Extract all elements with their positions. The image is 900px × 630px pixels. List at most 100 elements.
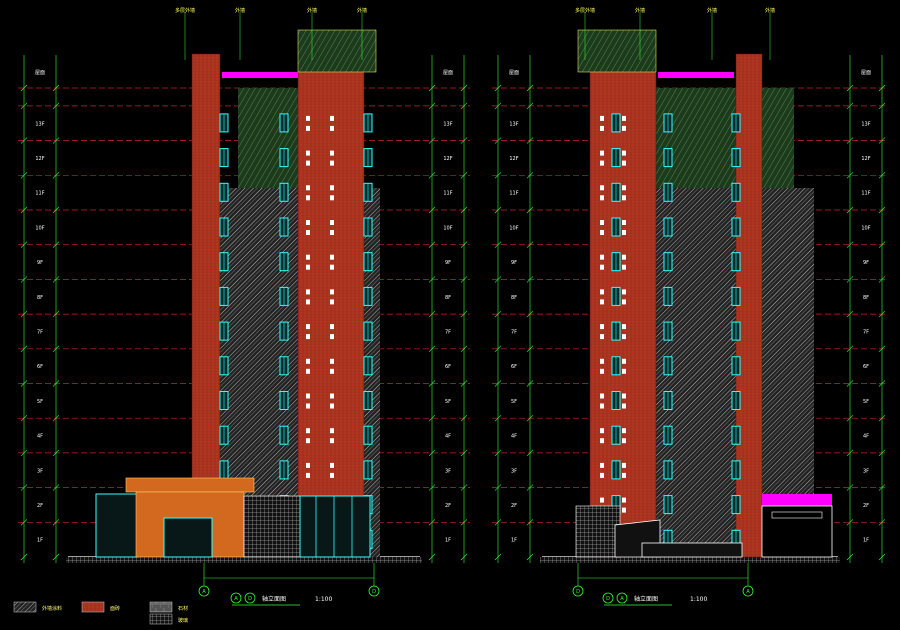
pier-window: [306, 195, 310, 201]
dimension-tick: [526, 276, 534, 283]
pier-window: [600, 472, 604, 478]
pier-window: [600, 195, 604, 201]
dimension-tick: [494, 172, 502, 179]
floor-label-right: 5F: [445, 399, 451, 405]
right-drawing-title-text: 轴立面图: [634, 595, 658, 603]
pier-window: [622, 403, 626, 409]
floor-label-right: 7F: [445, 329, 451, 335]
pier-window: [330, 403, 334, 409]
pier-window: [306, 115, 310, 121]
right-title-axis-bubble-end: [616, 592, 628, 604]
brick-pier: [297, 71, 365, 558]
floor-label-left: 13F: [35, 121, 44, 127]
legend-label: 面砖: [110, 605, 120, 612]
right-drawing-scale: 1:100: [690, 596, 707, 603]
pier-window: [306, 334, 310, 340]
dimension-tick: [20, 84, 28, 92]
left-title-axis-bubble-start: [230, 592, 242, 604]
dimension-tick: [460, 276, 468, 283]
dimension-tick: [878, 449, 886, 457]
pier-window: [622, 438, 626, 444]
dimension-tick: [846, 553, 854, 561]
pier-window: [622, 160, 626, 166]
pier-window: [330, 150, 334, 156]
axis-bubble: [742, 585, 754, 597]
floor-label-right: 4F: [445, 434, 451, 440]
dimension-tick: [846, 172, 854, 179]
dimension-tick: [846, 380, 854, 387]
pier-window: [622, 115, 626, 121]
dimension-tick: [846, 137, 854, 144]
dimension-tick: [20, 449, 28, 457]
floor-label-right: 11F: [443, 191, 452, 197]
roof-parapet: [658, 72, 734, 78]
ground-hatch: [66, 557, 422, 563]
dimension-tick: [52, 241, 60, 248]
floor-label-left: 6F: [37, 364, 43, 370]
dimension-tick: [20, 276, 28, 283]
dimension-tick: [52, 84, 60, 92]
axis-bubble-label: A: [746, 589, 750, 595]
floor-label-right: 3F: [863, 468, 869, 474]
dimension-tick: [846, 345, 854, 353]
legend-label: 玻璃: [178, 617, 188, 624]
floor-label-right: 12F: [443, 156, 452, 162]
podium-glass-right: [299, 495, 371, 558]
pier-window: [306, 403, 310, 409]
pier-window: [306, 358, 310, 364]
pier-window: [600, 254, 604, 260]
pier-window: [600, 403, 604, 409]
pier-window: [306, 264, 310, 270]
dimension-tick: [526, 241, 534, 248]
top-leader-label: 多层外墙: [175, 7, 195, 14]
dimension-tick: [878, 241, 886, 248]
brick-pier: [589, 71, 657, 558]
pier-window: [330, 324, 334, 330]
floor-label-left: 9F: [37, 260, 43, 266]
pier-window: [622, 264, 626, 270]
hatch-diagonal-icon: [13, 601, 37, 613]
dimension-tick: [428, 241, 436, 248]
pier-window: [622, 230, 626, 235]
pier-window: [622, 368, 626, 374]
dimension-tick: [428, 414, 436, 422]
dimension-tick: [428, 345, 436, 353]
dimension-tick: [494, 553, 502, 561]
pier-window: [306, 472, 310, 478]
floor-label-left: 2F: [37, 503, 43, 509]
pier-window: [600, 150, 604, 156]
dimension-tick: [878, 172, 886, 179]
pier-window: [330, 462, 334, 468]
floor-label-left: 2F: [511, 503, 517, 509]
dimension-tick: [20, 553, 28, 561]
pier-window: [600, 462, 604, 468]
floor-label-right: 10F: [443, 225, 452, 231]
dimension-tick: [846, 414, 854, 422]
dimension-tick: [878, 310, 886, 318]
dimension-tick: [526, 137, 534, 144]
pier-window: [622, 334, 626, 340]
stair-tower-top: [577, 29, 657, 73]
dimension-tick: [52, 276, 60, 283]
dimension-tick: [52, 137, 60, 144]
dimension-tick: [20, 241, 28, 248]
floor-label-left: 13F: [509, 121, 518, 127]
dimension-tick: [428, 206, 436, 214]
dimension-tick: [526, 172, 534, 179]
dimension-tick: [460, 414, 468, 422]
floor-label-left: 7F: [37, 329, 43, 335]
floor-label-right: 5F: [863, 399, 869, 405]
roof-label-right: 屋面: [443, 70, 453, 76]
pier-window: [330, 160, 334, 166]
dimension-tick: [20, 414, 28, 422]
pier-window: [600, 115, 604, 121]
pier-window: [306, 438, 310, 444]
floor-label-right: 10F: [861, 225, 870, 231]
floor-label-left: 8F: [37, 295, 43, 301]
right-title-axis-bubble-start: [602, 592, 614, 604]
pier-window: [330, 289, 334, 295]
left-drawing-title: A D 轴立面图 1:100: [230, 592, 332, 606]
brick-pier: [191, 53, 221, 558]
axis-bubble: [368, 585, 380, 597]
